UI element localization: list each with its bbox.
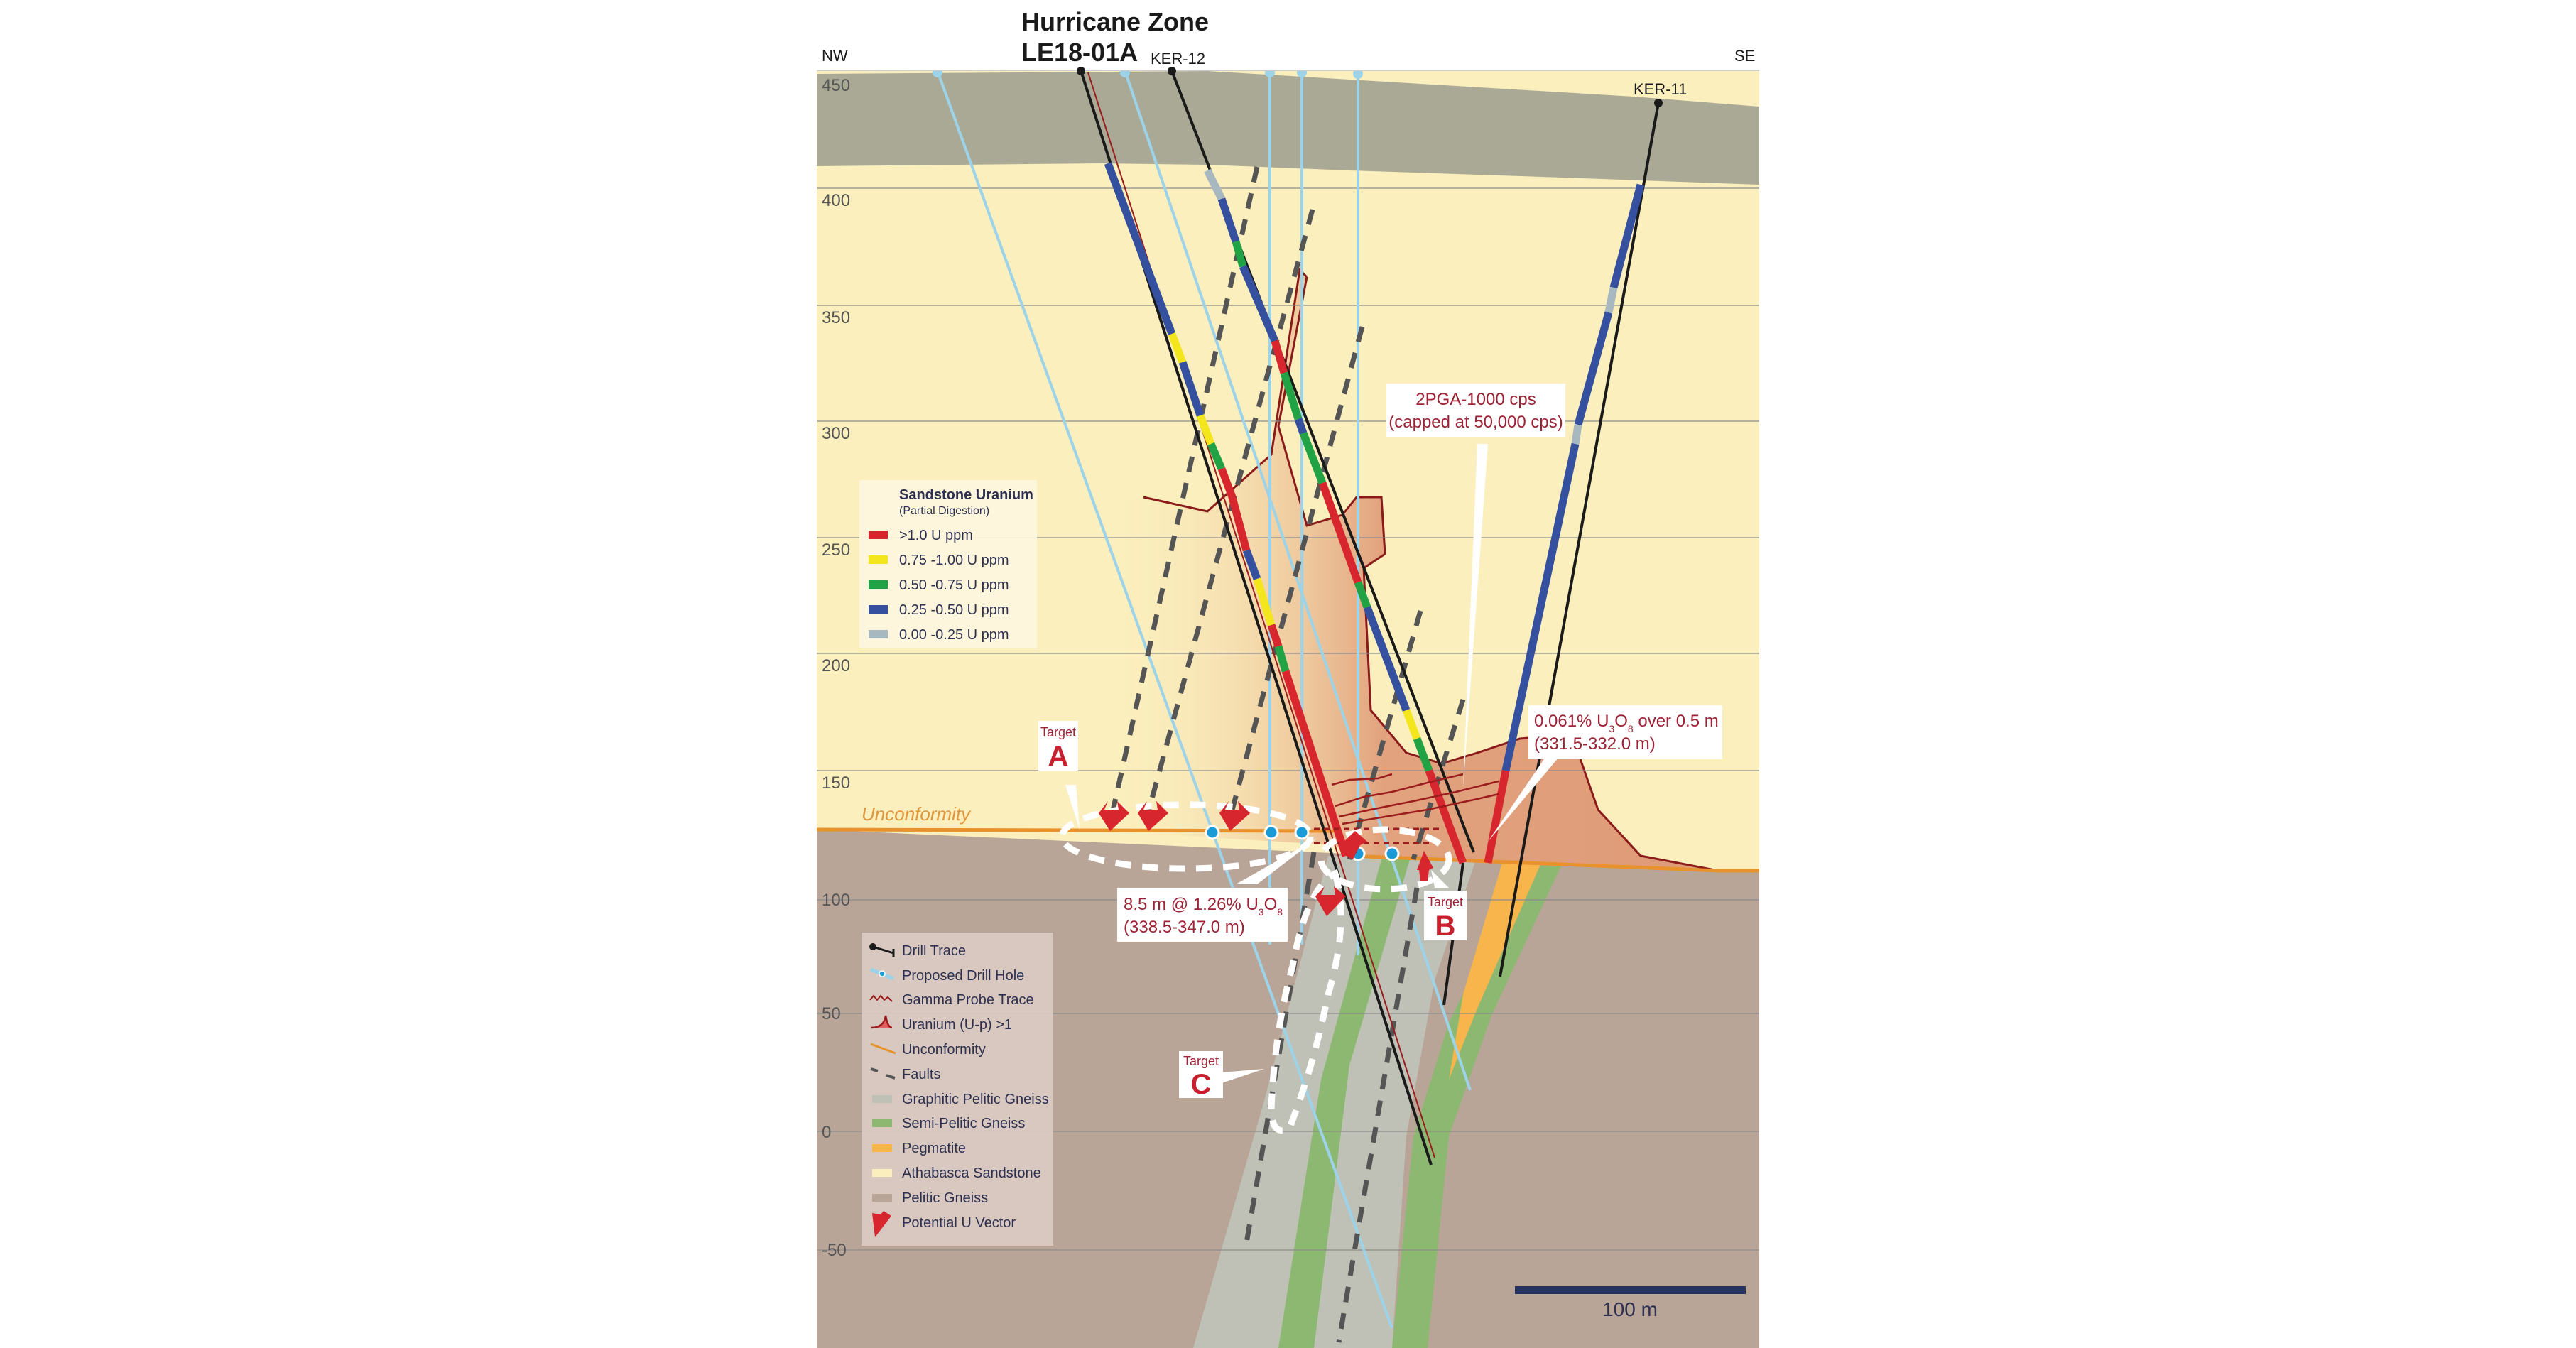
le18-callout-pointer: [1236, 838, 1317, 884]
unconformity-line-icon: [870, 1043, 896, 1055]
ker11-result-callout: 0.061% U3O8 over 0.5 m (331.5-332.0 m): [1528, 705, 1722, 759]
nw-label: NW: [822, 47, 848, 65]
legend-swatch-red: [869, 531, 888, 539]
svg-text:450: 450: [822, 76, 850, 95]
gamma-probe-icon: [869, 994, 893, 1002]
svg-text:Pelitic Gneiss: Pelitic Gneiss: [902, 1190, 988, 1206]
ker11-drill-trace: [1499, 102, 1660, 977]
svg-text:Drill Trace: Drill Trace: [902, 943, 966, 959]
fault-dash-icon: [870, 1067, 896, 1080]
title-line-2: LE18-01A: [1021, 38, 1138, 67]
pga-callout: 2PGA-1000 cps (capped at 50,000 cps): [1386, 384, 1565, 437]
svg-text:Graphitic Pelitic Gneiss: Graphitic Pelitic Gneiss: [902, 1092, 1049, 1107]
potential-u-vectors: [1099, 801, 1433, 916]
sandstone-uranium-legend: Sandstone Uranium (Partial Digestion) >1…: [859, 480, 1037, 648]
le18-collar-icon: [1077, 67, 1085, 75]
target-a-outline: [1058, 801, 1314, 872]
svg-text:>1.0 U ppm: >1.0 U ppm: [899, 528, 973, 543]
legend-swatch-green: [869, 580, 888, 589]
svg-text:Uranium (U-p) >1: Uranium (U-p) >1: [902, 1017, 1012, 1033]
svg-text:Target: Target: [1183, 1054, 1219, 1068]
svg-text:50: 50: [822, 1004, 841, 1023]
title-line-1: Hurricane Zone: [1021, 7, 1209, 36]
le18-01a-assay-segments: [1104, 162, 1350, 857]
ker11-label: KER-11: [1634, 80, 1687, 98]
svg-text:350: 350: [822, 308, 850, 327]
svg-text:Gamma Probe Trace: Gamma Probe Trace: [902, 992, 1034, 1008]
svg-text:Proposed Drill Hole: Proposed Drill Hole: [902, 968, 1024, 984]
svg-text:0.75 -1.00 U ppm: 0.75 -1.00 U ppm: [899, 553, 1009, 568]
proposed-drill-hole-icon: [870, 967, 894, 981]
se-label: SE: [1734, 47, 1755, 65]
svg-text:Sandstone Uranium: Sandstone Uranium: [899, 487, 1033, 503]
red-arrow-icon: [872, 1211, 891, 1237]
main-legend: Drill Trace Proposed Drill Hole Gamma Pr…: [862, 933, 1053, 1246]
uranium-peak-icon: [870, 1015, 893, 1029]
target-c-label: Target C: [1179, 1051, 1223, 1100]
svg-text:Pegmatite: Pegmatite: [902, 1141, 966, 1156]
svg-text:(capped at 50,000 cps): (capped at 50,000 cps): [1388, 413, 1563, 432]
svg-text:0.00 -0.25 U ppm: 0.00 -0.25 U ppm: [899, 627, 1009, 643]
le18-result-callout: 8.5 m @ 1.26% U3O8 (338.5-347.0 m): [1117, 888, 1288, 942]
unconformity-line: [817, 827, 1759, 873]
ker11-callout-pointer: [1488, 753, 1563, 842]
svg-text:0.061% U3O8 over 0.5 m: 0.061% U3O8 over 0.5 m: [1534, 712, 1719, 734]
svg-text:2PGA-1000 cps: 2PGA-1000 cps: [1415, 390, 1536, 409]
svg-text:Athabasca Sandstone: Athabasca Sandstone: [902, 1165, 1041, 1181]
svg-text:Target: Target: [1428, 895, 1463, 909]
ker11-collar-icon: [1654, 99, 1663, 107]
svg-text:(331.5-332.0 m): (331.5-332.0 m): [1534, 734, 1656, 754]
ker12-assay-segments: [1204, 168, 1467, 864]
svg-text:Potential U Vector: Potential U Vector: [902, 1215, 1016, 1231]
semi-pelitic-gneiss-band-2: [1392, 863, 1563, 1348]
scale-bar: [1515, 1286, 1746, 1294]
target-a-label: Target A: [1038, 721, 1078, 772]
faults: [1109, 166, 1466, 1343]
target-c-outline: [1268, 869, 1344, 1134]
scale-bar-label: 100 m: [1602, 1298, 1658, 1320]
svg-text:100: 100: [822, 891, 850, 910]
overburden-layer: [817, 71, 1759, 185]
svg-text:0: 0: [822, 1123, 831, 1142]
svg-text:250: 250: [822, 540, 850, 560]
y-axis-labels: 450 400 350 300 250 200 150 100 50 0 -50: [822, 76, 850, 1260]
svg-text:B: B: [1435, 911, 1456, 942]
svg-text:C: C: [1191, 1069, 1212, 1100]
svg-text:-50: -50: [822, 1241, 847, 1260]
target-a-pointer: [1065, 785, 1080, 830]
pga-callout-pointer: [1463, 444, 1488, 788]
svg-text:Target: Target: [1040, 725, 1076, 739]
svg-text:(338.5-347.0 m): (338.5-347.0 m): [1124, 918, 1245, 937]
svg-text:300: 300: [822, 424, 850, 443]
pegmatite-band: [1449, 863, 1541, 1080]
unconformity-label: Unconformity: [862, 803, 972, 825]
gamma-probe-traces: [1331, 773, 1499, 825]
svg-text:8.5 m @ 1.26% U3O8: 8.5 m @ 1.26% U3O8: [1124, 895, 1283, 918]
svg-text:400: 400: [822, 191, 850, 210]
semi-pelitic-gneiss-band-1: [1278, 859, 1410, 1348]
svg-text:Faults: Faults: [902, 1067, 940, 1082]
svg-text:A: A: [1048, 741, 1069, 772]
svg-text:Unconformity: Unconformity: [902, 1042, 986, 1058]
svg-text:0.25 -0.50 U ppm: 0.25 -0.50 U ppm: [899, 602, 1009, 618]
legend-swatch-yellow: [869, 555, 888, 564]
alteration-halo: [1108, 270, 1719, 871]
ker12-label: KER-12: [1151, 50, 1205, 67]
legend-swatch-grey: [869, 630, 888, 638]
legend-swatch-blue: [869, 605, 888, 614]
target-b-label: Target B: [1424, 891, 1467, 942]
svg-text:0.50 -0.75 U ppm: 0.50 -0.75 U ppm: [899, 577, 1009, 593]
drill-trace-icon: [869, 943, 895, 957]
target-b-pointer: [1431, 870, 1449, 888]
target-b-outline: [1317, 826, 1452, 893]
proposed-collars: [933, 71, 1363, 79]
svg-text:150: 150: [822, 773, 850, 793]
svg-text:200: 200: [822, 656, 850, 675]
target-c-pointer: [1222, 1069, 1264, 1083]
svg-text:(Partial Digestion): (Partial Digestion): [899, 505, 989, 517]
ker11-assay-segments: [1484, 183, 1645, 864]
svg-text:Semi-Pelitic Gneiss: Semi-Pelitic Gneiss: [902, 1116, 1025, 1131]
ker12-collar-icon: [1168, 67, 1176, 75]
